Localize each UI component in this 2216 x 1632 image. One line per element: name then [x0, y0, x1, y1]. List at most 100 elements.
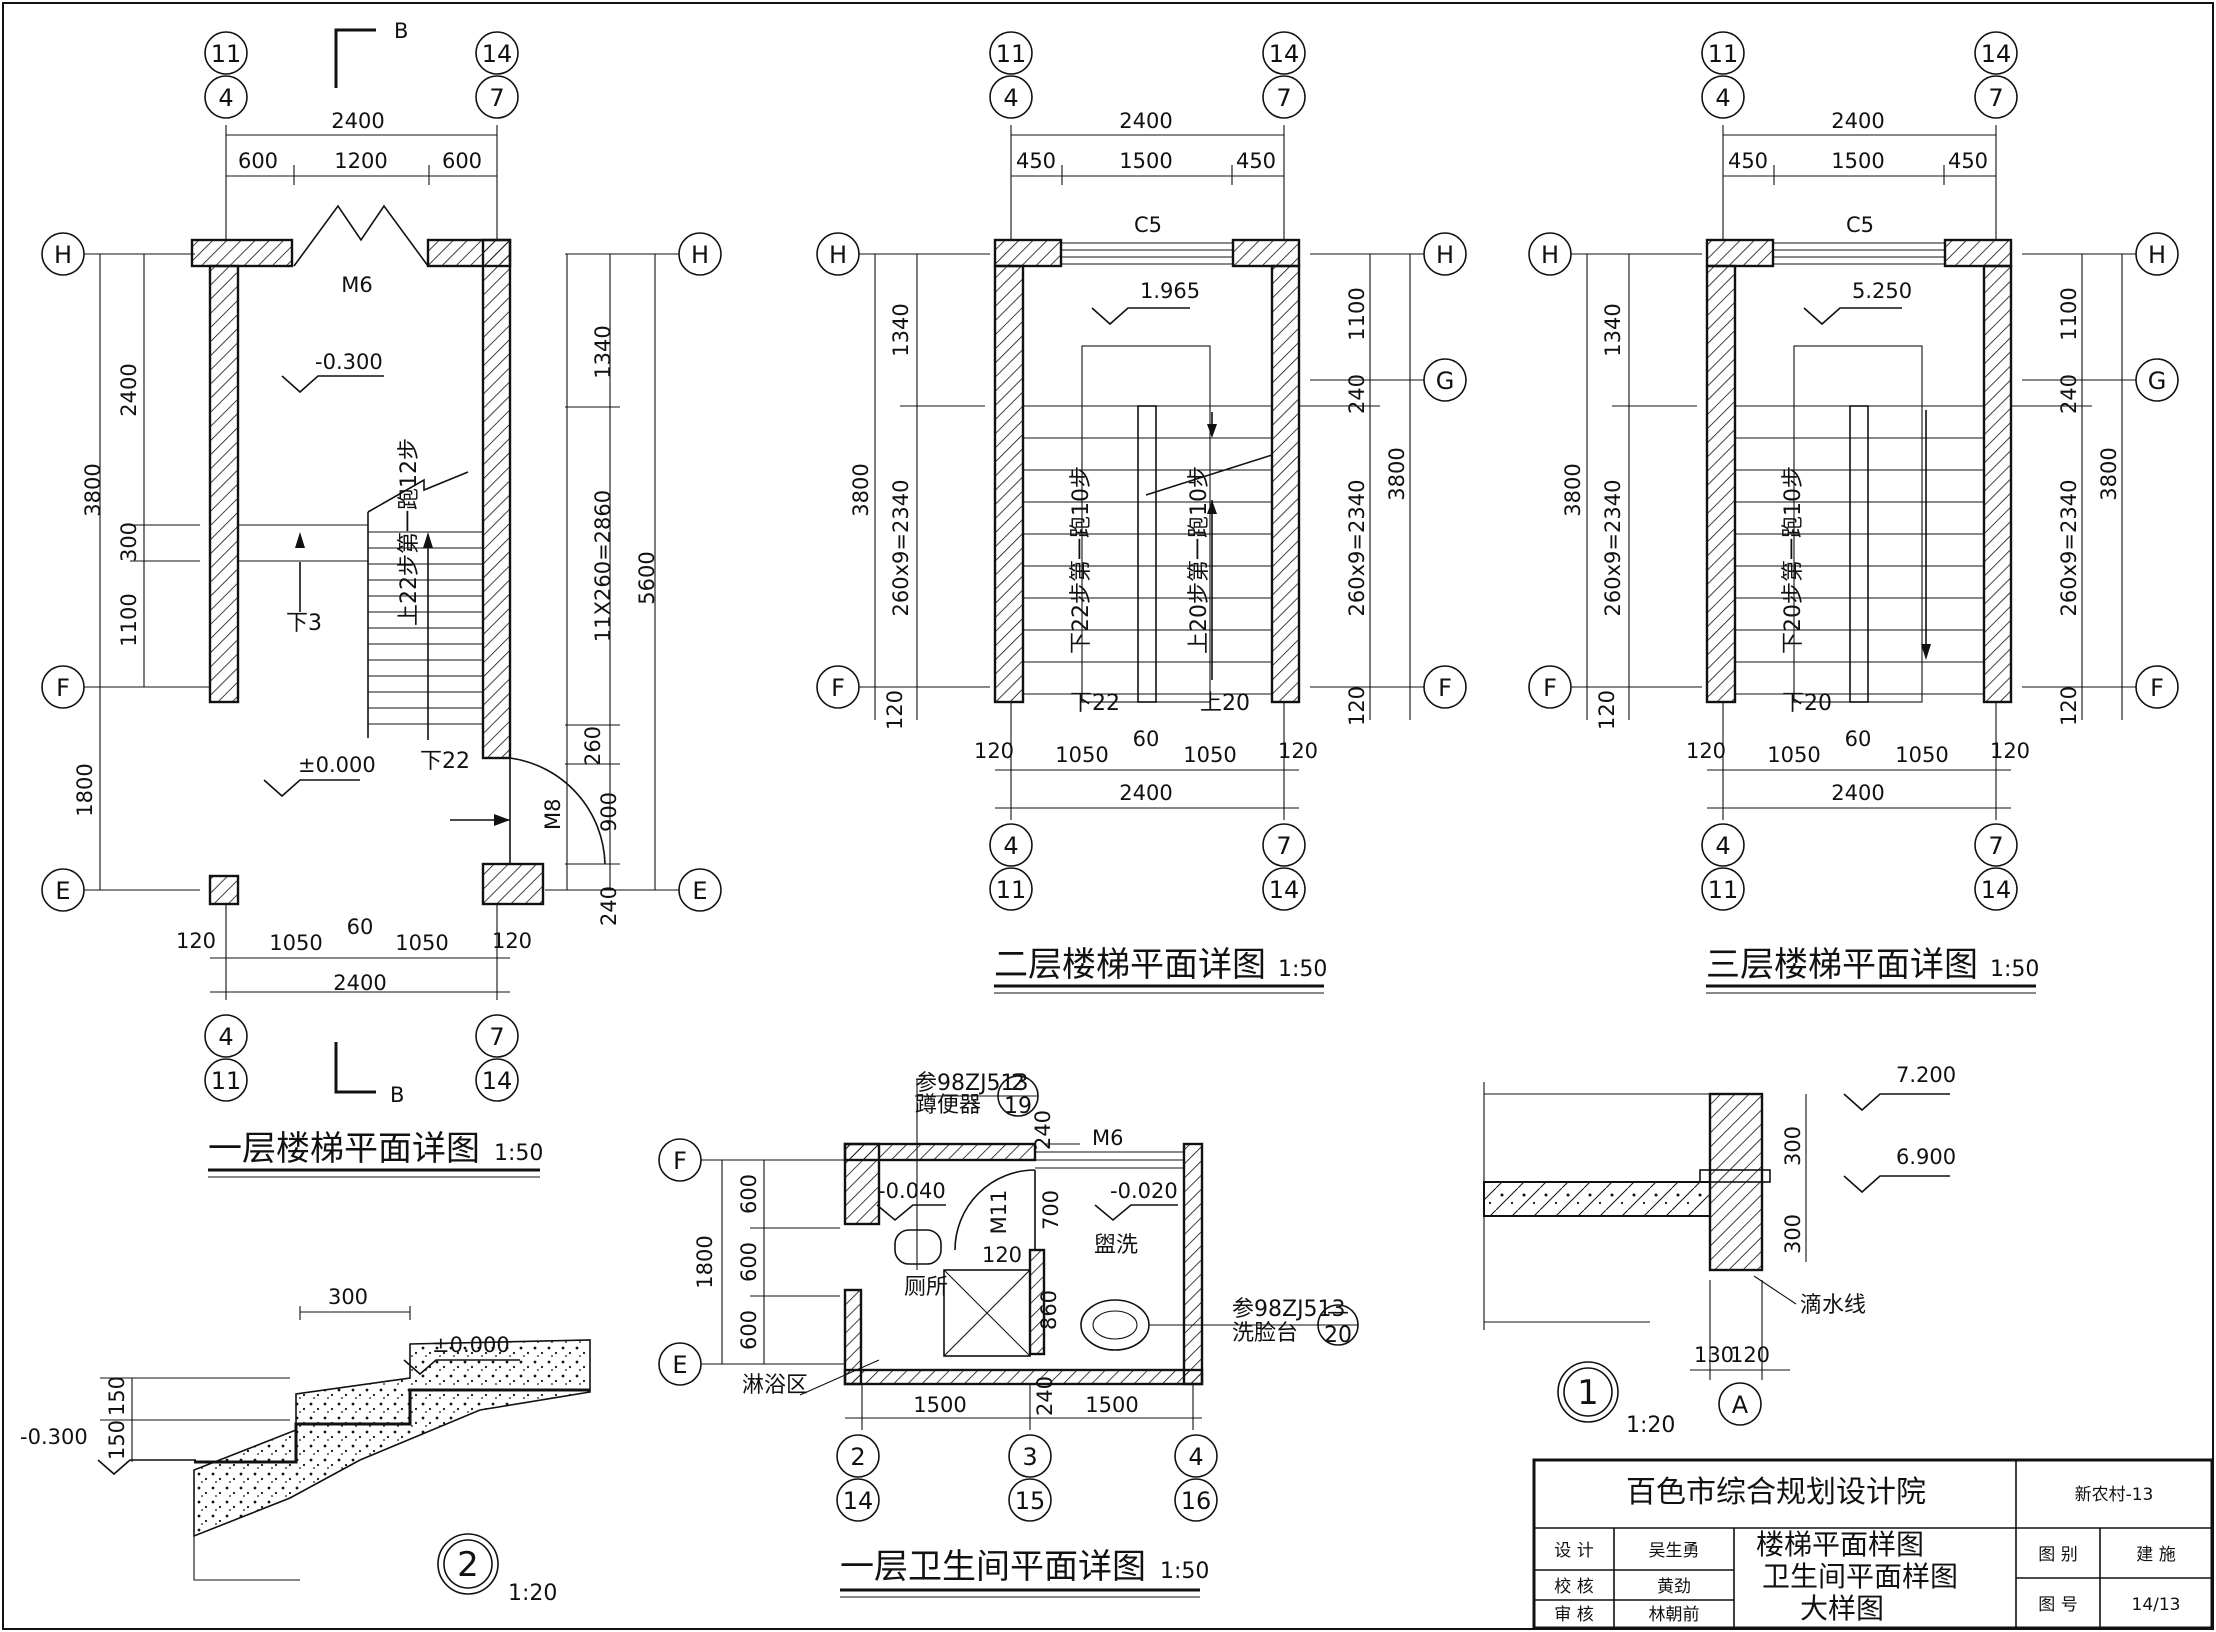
dim-text: 860 [1037, 1290, 1061, 1330]
dim-text: 240 [597, 886, 621, 926]
dim-text: 700 [1039, 1190, 1063, 1230]
section-mark-label: B [390, 1083, 404, 1107]
elevation-label: 5.250 [1852, 279, 1912, 303]
dim-text: 260x9=2340 [1601, 480, 1625, 617]
axis-label: 7 [1988, 84, 2003, 112]
detail-number: 1 [1577, 1373, 1599, 1413]
second-floor-stair-plan: 11 4 14 7 2400 450 1500 450 H F H G F C5 [816, 31, 1467, 994]
reference-text: 参98ZJ513 [915, 1071, 1029, 1096]
axis-label: 7 [1988, 832, 2003, 860]
axis-label: 11 [211, 40, 242, 68]
dim-text: 260x9=2340 [1345, 480, 1369, 617]
drawing-scale: 1:50 [494, 1141, 543, 1166]
door-label: M11 [987, 1190, 1011, 1235]
axis-label: 14 [482, 40, 513, 68]
dim-text: 2400 [1119, 109, 1172, 133]
stair-note: 上22步第一跑12步 [397, 438, 422, 626]
axis-label: 4 [1715, 832, 1730, 860]
number-label: 图 号 [2038, 1595, 2077, 1615]
room-label: 淋浴区 [742, 1373, 808, 1398]
dim-text: 5600 [635, 551, 659, 604]
dim-text: 1050 [1767, 743, 1820, 767]
axis-label: 14 [843, 1487, 874, 1515]
dim-text: 120 [982, 1243, 1022, 1267]
drawing-name: 大样图 [1800, 1592, 1884, 1625]
axis-label: 14 [1981, 876, 2012, 904]
category-value: 建 施 [2136, 1545, 2175, 1565]
section-mark-label: B [394, 19, 408, 43]
axis-label: 15 [1015, 1487, 1046, 1515]
dim-text: 60 [1845, 727, 1872, 751]
elevation-label: ±0.000 [432, 1333, 510, 1357]
drawing-name: 楼梯平面样图 [1756, 1528, 1924, 1561]
dim-text: 1800 [693, 1235, 717, 1288]
dim-text: 1500 [913, 1393, 966, 1417]
dim-text: 2400 [331, 109, 384, 133]
axis-label: F [2150, 674, 2164, 702]
elevation-label: ±0.000 [298, 753, 376, 777]
dim-text: 3800 [1561, 463, 1585, 516]
dim-text: 120 [176, 929, 216, 953]
dim-text: 1340 [591, 325, 615, 378]
dim-text: 120 [1595, 690, 1619, 730]
first-floor-stair-plan: 11 4 14 7 B 2400 600 1200 600 H F E H E [41, 19, 722, 1178]
stair-note: 下20步第一跑10步 [1781, 466, 1806, 654]
dim-text: 120 [974, 739, 1014, 763]
reference-number: 19 [1004, 1094, 1032, 1119]
axis-label: 7 [1276, 84, 1291, 112]
dim-text: 1500 [1085, 1393, 1138, 1417]
number-value: 14/13 [2132, 1595, 2181, 1615]
institute-name: 百色市综合规划设计院 [1626, 1475, 1926, 1510]
dim-text: 1800 [73, 763, 97, 816]
dim-text: 240 [1031, 1110, 1055, 1150]
drawing-title: 二层楼梯平面详图 [994, 945, 1266, 985]
axis-label: F [831, 674, 845, 702]
axis-label: 4 [1715, 84, 1730, 112]
dim-text: 240 [1345, 374, 1369, 414]
role-label: 设 计 [1554, 1541, 1593, 1561]
axis-label: F [1543, 674, 1557, 702]
axis-label: 2 [850, 1443, 865, 1471]
dim-text: 600 [238, 149, 278, 173]
dim-text: 260 [581, 726, 605, 766]
drawing-name: 卫生间平面样图 [1762, 1560, 1958, 1593]
room-label: 厕所 [904, 1275, 948, 1300]
axis-label: 11 [996, 40, 1027, 68]
dim-text: 120 [1686, 739, 1726, 763]
axis-label: 4 [218, 1023, 233, 1051]
drawing-title: 三层楼梯平面详图 [1706, 945, 1978, 985]
axis-label: G [1436, 367, 1455, 395]
dim-text: 450 [1236, 149, 1276, 173]
third-floor-stair-plan: 11 4 14 7 2400 450 1500 450 H F H G F C5 [1528, 31, 2179, 994]
stair-note: 下22 [420, 749, 470, 774]
dim-text: 600 [442, 149, 482, 173]
dim-text: 300 [117, 522, 141, 562]
dim-text: 1100 [2057, 287, 2081, 340]
axis-label: A [1732, 1391, 1749, 1419]
dim-text: 60 [1133, 727, 1160, 751]
elevation-label: -0.040 [878, 1179, 946, 1203]
reference-number: — [1327, 1300, 1349, 1325]
elevation-label: -0.300 [315, 350, 383, 374]
dim-text: 1050 [1055, 743, 1108, 767]
dim-text: 1050 [1895, 743, 1948, 767]
axis-label: 11 [1708, 876, 1739, 904]
dim-text: 3800 [2097, 447, 2121, 500]
stair-note: 上20步第一跑10步 [1187, 466, 1212, 654]
dim-text: 2400 [1831, 109, 1884, 133]
drawing-title: 一层楼梯平面详图 [208, 1129, 480, 1169]
dim-text: 2400 [117, 363, 141, 416]
dim-text: 3800 [1385, 447, 1409, 500]
axis-label: H [1541, 241, 1559, 269]
axis-label: E [692, 877, 707, 905]
axis-label: F [1438, 674, 1452, 702]
axis-label: F [673, 1147, 687, 1175]
axis-label: 3 [1022, 1443, 1037, 1471]
axis-label: H [829, 241, 847, 269]
dim-text: 120 [1345, 686, 1369, 726]
axis-label: F [56, 674, 70, 702]
dim-text: 240 [2057, 374, 2081, 414]
dim-text: 450 [1016, 149, 1056, 173]
